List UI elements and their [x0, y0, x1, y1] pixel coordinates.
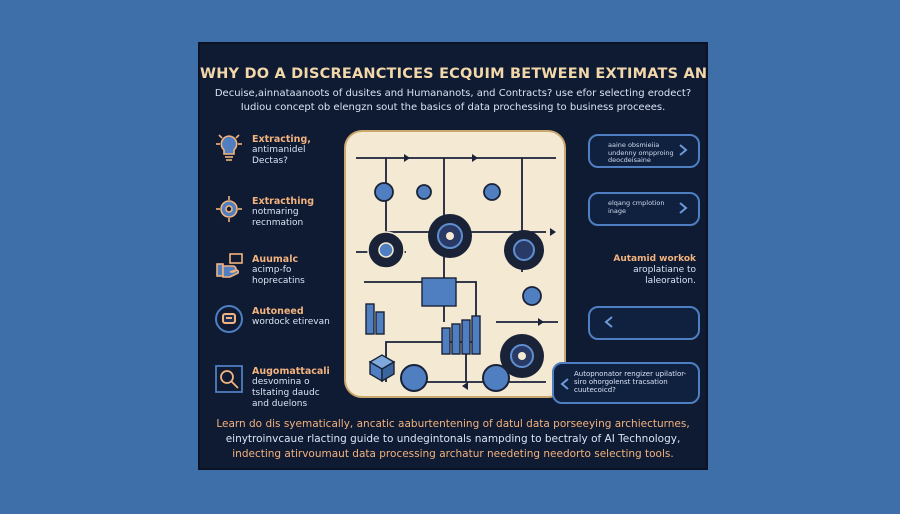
- infographic-poster: WHY DO A DISCREANCTICES ECQUIM BETWEEN E…: [198, 42, 708, 470]
- cube-node: [368, 354, 396, 383]
- left-item-3-text: acimp-fo hoprecatins: [252, 265, 305, 286]
- right-text-title: Autamid workok: [613, 254, 696, 264]
- left-item-5-text: desvomina o tsltating daudc and duelons: [252, 377, 320, 409]
- right-pill-3: [588, 306, 700, 340]
- arrow-markers: [404, 154, 556, 390]
- small-node-row: [374, 182, 542, 306]
- footer-line-1: Learn do dis syematically, ancatic aabur…: [216, 418, 690, 430]
- gear-node-1: [367, 231, 405, 269]
- right-bottom-box-text: Autopnonator rengizer upilatlor-siro oho…: [574, 370, 687, 394]
- subtitle-line-1: Decuise,ainnataanoots of dusites and Hum…: [214, 88, 692, 99]
- chevron-left-icon: [560, 378, 569, 390]
- poster-title: WHY DO A DISCREANCTICES ECQUIM BETWEEN E…: [200, 66, 708, 82]
- gear-icon: [216, 196, 242, 222]
- subtitle-line-2: Iudiou concept ob elengzn sout the basic…: [240, 102, 666, 113]
- left-item-4-text: wordock etirevan: [252, 317, 330, 327]
- right-pill-1-text: aaine obsmieiia undenny ompproing deocde…: [608, 141, 674, 164]
- footer-line-2: einytroinvcaue rlacting guide to undegin…: [225, 433, 681, 445]
- bottom-nodes: [400, 364, 510, 392]
- gear-node-3: [504, 230, 544, 270]
- chevron-right-icon: [679, 202, 688, 214]
- left-item-1-title: Extracting,: [252, 134, 311, 145]
- gear-node-4: [500, 334, 544, 378]
- chat-icon: [215, 305, 243, 333]
- right-pill-2: elqang cmplotion inage: [588, 192, 700, 226]
- hand-icon: [216, 253, 243, 278]
- lightbulb-icon: [216, 134, 242, 161]
- chevron-left-icon: [604, 316, 613, 328]
- search-icon: [215, 365, 243, 393]
- left-item-2-text: notmaring recnmation: [252, 207, 304, 228]
- right-bottom-box: Autopnonator rengizer upilatlor-siro oho…: [552, 362, 700, 404]
- process-diagram: [344, 130, 566, 398]
- left-item-4-title: Autoneed: [252, 306, 304, 317]
- chevron-right-icon: [679, 144, 688, 156]
- process-flow-svg: [356, 154, 558, 392]
- left-item-5-title: Augomattacali: [252, 366, 330, 377]
- footer-line-3: indecting atirvoumaut data processing ar…: [232, 448, 674, 460]
- gear-node-2: [428, 214, 472, 258]
- left-item-1-text: antimanidel Dectas?: [252, 145, 306, 166]
- right-text-item: Autamid workok aroplatiane to laleoratio…: [592, 254, 696, 287]
- right-pill-2-text: elqang cmplotion inage: [608, 199, 665, 215]
- bar-charts: [365, 277, 481, 355]
- right-pill-1: aaine obsmieiia undenny ompproing deocde…: [588, 134, 700, 168]
- right-text-body: aroplatiane to laleoration.: [633, 265, 696, 286]
- left-item-3-title: Auumalc: [252, 254, 299, 265]
- left-item-2-title: Extracthing: [252, 196, 315, 207]
- left-item-1: Extracting,antimanidel Dectas?: [212, 130, 332, 174]
